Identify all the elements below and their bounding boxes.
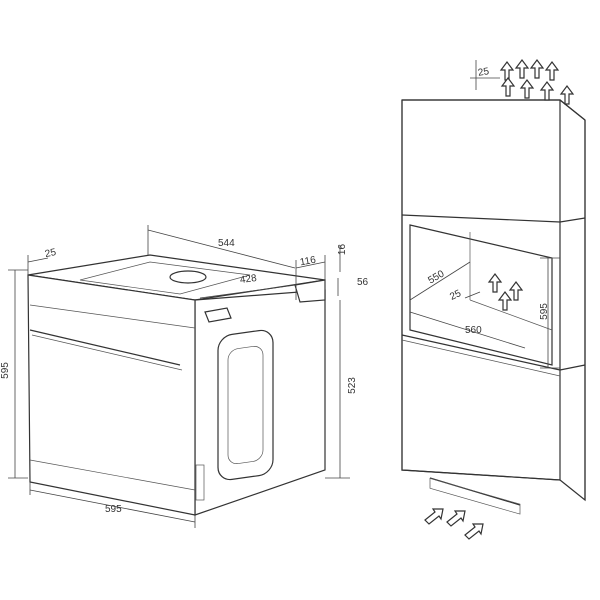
top-vent — [169, 270, 207, 284]
dim-top-vent-gap: 25 — [477, 66, 490, 79]
oven-dimension-lines — [8, 225, 350, 528]
dim-niche-height: 595 — [538, 303, 550, 320]
cabinet — [401, 99, 586, 515]
dim-body-depth: 544 — [218, 238, 235, 249]
airflow-arrow-icons — [424, 59, 575, 540]
dim-body-height: 523 — [346, 377, 358, 394]
side-handle — [204, 307, 232, 323]
oven-side — [194, 289, 326, 516]
bottom-vent-grille — [429, 477, 521, 515]
oven — [27, 254, 326, 516]
dim-total-width: 595 — [105, 504, 122, 515]
dim-front-panel-depth: 25 — [43, 246, 58, 261]
dim-niche-width: 560 — [465, 325, 482, 336]
dim-total-height: 595 — [0, 362, 11, 379]
dim-top-width: 428 — [239, 272, 258, 287]
side-window — [217, 329, 274, 481]
cabinet-dimension-lines — [409, 60, 560, 369]
door-handle — [29, 329, 181, 366]
dim-step-height: 56 — [357, 277, 369, 288]
oven-front — [27, 274, 196, 516]
dim-top-offset: 16 — [337, 243, 349, 256]
oven-niche — [409, 224, 553, 366]
